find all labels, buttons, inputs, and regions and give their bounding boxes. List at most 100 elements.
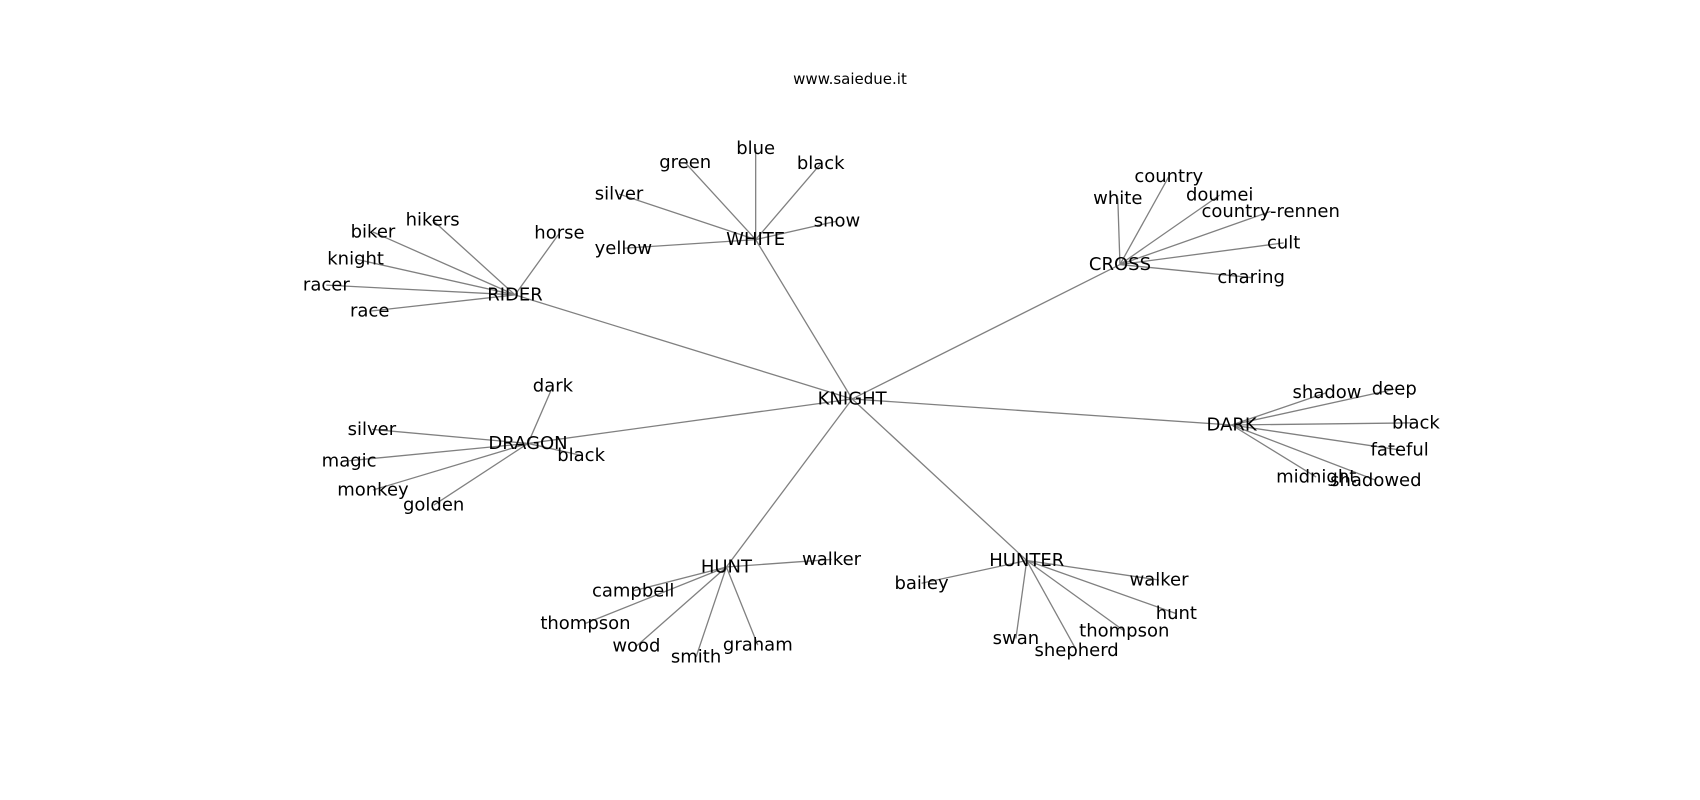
edge-rider-biker: [372, 231, 516, 296]
node-leaf-cross-country-rennen: country-rennen: [1201, 201, 1339, 222]
edge-knight-rider: [514, 294, 853, 400]
node-leaf-hunt-walker: walker: [802, 549, 862, 570]
edge-hunter-hunt: [1026, 559, 1177, 615]
edge-cross-cult: [1119, 242, 1284, 266]
edge-dragon-magic: [349, 442, 529, 462]
edge-dragon-golden: [433, 442, 529, 506]
node-leaf-dragon-monkey: monkey: [337, 480, 409, 501]
node-leaf-rider-race: race: [350, 301, 389, 322]
node-leaf-dark-fateful: fateful: [1371, 439, 1429, 460]
edge-rider-knight: [355, 258, 516, 296]
node-leaf-rider-horse: horse: [534, 223, 584, 244]
node-leaf-dragon-magic: magic: [322, 450, 377, 471]
node-leaf-rider-hikers: hikers: [406, 210, 460, 231]
edge-hunter-swan: [1015, 560, 1028, 639]
node-leaf-rider-knight: knight: [327, 249, 384, 270]
node-leaf-white-snow: snow: [814, 211, 861, 232]
edge-hunt-campbell: [633, 566, 727, 592]
node-leaf-hunt-smith: smith: [671, 647, 721, 668]
node-leaf-cross-cult: cult: [1267, 232, 1300, 253]
node-leaf-hunter-thompson: thompson: [1079, 620, 1169, 641]
edge-rider-race: [369, 294, 516, 312]
edge-cross-white: [1117, 198, 1121, 265]
edge-hunt-graham: [725, 566, 759, 646]
edge-rider-hikers: [432, 219, 516, 296]
edge-knight-cross: [851, 263, 1121, 400]
edge-knight-hunter: [851, 398, 1028, 562]
node-leaf-cross-charing: charing: [1217, 267, 1285, 288]
edge-white-black: [755, 163, 822, 241]
edge-dark-shadowed: [1231, 424, 1377, 481]
edge-cross-doumei: [1119, 194, 1221, 266]
edge-hunter-walker: [1026, 559, 1160, 581]
edge-hunt-walker: [726, 558, 832, 568]
edge-hunter-bailey: [921, 559, 1027, 584]
page-title: www.saiedue.it: [793, 70, 907, 88]
edge-white-silver: [618, 193, 756, 241]
node-leaf-white-black: black: [797, 153, 845, 174]
node-hub-rider: RIDER: [487, 284, 543, 305]
node-leaf-cross-doumei: doumei: [1186, 185, 1253, 206]
edge-knight-dragon: [527, 398, 853, 445]
node-leaf-white-blue: blue: [736, 138, 775, 159]
edge-knight-hunt: [725, 398, 853, 568]
node-leaf-hunter-shepherd: shepherd: [1034, 640, 1118, 661]
node-leaf-hunt-graham: graham: [723, 635, 793, 656]
edge-cross-country-rennen: [1119, 210, 1271, 266]
node-leaf-hunt-wood: wood: [612, 636, 660, 657]
edge-white-yellow: [623, 238, 756, 249]
edges: [326, 148, 1416, 658]
edge-hunter-shepherd: [1026, 560, 1078, 651]
node-leaf-cross-country: country: [1134, 166, 1203, 187]
node-leaf-dragon-dark: dark: [533, 375, 574, 396]
node-hub-dark: DARK: [1207, 415, 1258, 436]
node-leaf-dark-midnight: midnight: [1276, 467, 1356, 488]
edge-dragon-black: [527, 442, 582, 456]
edge-cross-country: [1119, 176, 1170, 265]
node-leaf-white-green: green: [659, 152, 711, 173]
node-hub-hunt: HUNT: [701, 557, 753, 578]
node-labels: KNIGHT WHITE green blue black silver snow yello…: [303, 138, 1440, 667]
edge-rider-racer: [326, 284, 516, 296]
node-leaf-dark-black: black: [1392, 412, 1440, 433]
edge-dragon-silver: [371, 428, 529, 445]
node-leaf-hunter-bailey: bailey: [894, 573, 949, 594]
node-hub-white: WHITE: [726, 229, 785, 250]
node-leaf-rider-racer: racer: [303, 275, 350, 296]
node-leaf-dragon-silver: silver: [348, 419, 397, 440]
node-leaf-cross-white: white: [1093, 188, 1142, 209]
edge-hunter-thompson: [1026, 559, 1125, 632]
node-leaf-hunter-hunt: hunt: [1156, 603, 1197, 624]
edge-hunt-thompson: [585, 566, 727, 625]
edge-knight-white: [755, 239, 853, 400]
node-leaf-dragon-golden: golden: [403, 495, 464, 516]
node-leaf-dark-deep: deep: [1372, 379, 1417, 400]
edge-dark-midnight: [1231, 424, 1317, 478]
node-root-knight: KNIGHT: [818, 388, 888, 409]
node-leaf-dragon-black: black: [557, 445, 605, 466]
node-leaf-hunt-campbell: campbell: [592, 580, 674, 601]
node-leaf-white-silver: silver: [595, 184, 644, 205]
node-leaf-hunt-thompson: thompson: [540, 613, 630, 634]
edge-white-green: [684, 162, 757, 241]
edge-knight-dark: [852, 398, 1232, 426]
node-leaf-white-yellow: yellow: [595, 238, 652, 259]
edge-dark-deep: [1231, 388, 1395, 426]
node-hub-cross: CROSS: [1089, 254, 1151, 275]
edge-dark-black: [1231, 422, 1416, 426]
edge-cross-charing: [1119, 263, 1252, 279]
edge-rider-horse: [514, 232, 560, 296]
node-leaf-hunter-walker: walker: [1129, 570, 1189, 591]
edge-dragon-monkey: [372, 442, 529, 491]
edge-dark-shadow: [1231, 391, 1328, 426]
edge-dark-fateful: [1231, 424, 1400, 451]
node-leaf-dark-shadow: shadow: [1293, 382, 1362, 403]
edge-white-snow: [755, 220, 838, 241]
edge-hunt-wood: [635, 566, 727, 647]
node-hub-dragon: DRAGON: [488, 433, 567, 454]
node-hub-hunter: HUNTER: [989, 550, 1064, 571]
node-leaf-hunter-swan: swan: [993, 628, 1040, 649]
node-leaf-rider-biker: biker: [351, 222, 396, 243]
node-leaf-dark-shadowed: shadowed: [1330, 470, 1421, 491]
